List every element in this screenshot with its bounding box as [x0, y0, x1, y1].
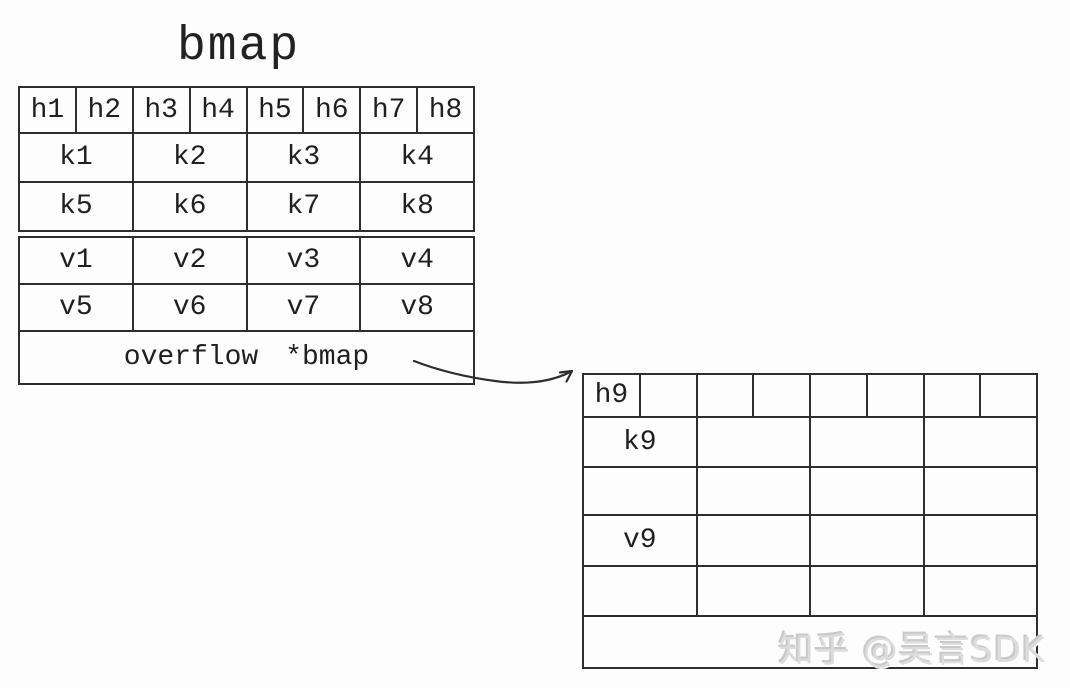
- key-cell: k6: [134, 183, 248, 230]
- tophash-cell: h5: [248, 88, 305, 132]
- key-cell: [925, 468, 1037, 514]
- key-cell: [698, 418, 811, 466]
- tophash-cell: h6: [304, 88, 362, 132]
- key-cell: k1: [20, 134, 134, 181]
- main-tophash-row: h1 h2 h3 h4 h5 h6 h7 h8: [20, 88, 473, 132]
- tophash-cell: [641, 375, 698, 416]
- main-keys-row-2: k5 k6 k7 k8: [20, 181, 473, 230]
- tophash-cell: [754, 375, 811, 416]
- key-cell: [698, 468, 811, 514]
- value-cell: [925, 516, 1037, 565]
- value-cell: [584, 567, 698, 615]
- overflow-keys-row-1: k9: [584, 416, 1036, 466]
- key-cell: k8: [400, 191, 434, 222]
- key-cell: [925, 418, 1037, 466]
- key-cell: k2: [134, 134, 248, 181]
- value-cell: [698, 567, 811, 615]
- main-bucket-hash-key-block: h1 h2 h3 h4 h5 h6 h7 h8 k1 k2 k3 k4 k5 k…: [18, 86, 475, 232]
- main-bucket-value-overflow-block: v1 v2 v3 v4 v5 v6 v7 v8 overflow *bmap: [18, 236, 475, 385]
- overflow-type-label: *bmap: [285, 342, 370, 373]
- key-cell: k7: [248, 183, 362, 230]
- value-cell: v1: [20, 238, 134, 283]
- key-cell: [811, 468, 925, 514]
- main-overflow-row: overflow *bmap: [20, 330, 473, 383]
- tophash-cell: h7: [361, 88, 419, 132]
- tophash-cell: h8: [428, 94, 463, 126]
- tophash-cell: [811, 375, 868, 416]
- tophash-cell: [698, 375, 755, 416]
- tophash-cell: [868, 375, 925, 416]
- diagram-title: bmap: [177, 20, 301, 74]
- watermark: 知乎 @吴言SDK: [778, 631, 1046, 671]
- tophash-cell: [981, 375, 1036, 416]
- key-cell: k5: [20, 183, 134, 230]
- tophash-cell: h4: [191, 88, 248, 132]
- value-cell: v8: [400, 292, 434, 323]
- overflow-values-row-2: [584, 565, 1036, 615]
- overflow-bucket-table: h9 k9 v9: [582, 373, 1038, 669]
- overflow-tophash-row: h9: [584, 375, 1036, 416]
- main-keys-row-1: k1 k2 k3 k4: [20, 132, 473, 181]
- overflow-bucket-block: h9 k9 v9: [582, 373, 1038, 669]
- key-cell: k9: [584, 418, 698, 466]
- main-values-row-1: v1 v2 v3 v4: [20, 238, 473, 283]
- key-cell: k4: [400, 142, 434, 173]
- value-cell: [811, 516, 925, 565]
- key-cell: k3: [248, 134, 362, 181]
- tophash-cell: h9: [584, 375, 641, 416]
- tophash-cell: h3: [134, 88, 191, 132]
- value-cell: v7: [248, 285, 362, 330]
- value-cell: [925, 567, 1037, 615]
- value-cell: v6: [134, 285, 248, 330]
- value-cell: v9: [584, 516, 698, 565]
- value-cell: [811, 567, 925, 615]
- overflow-field-label: overflow: [123, 342, 259, 373]
- key-cell: [584, 468, 698, 514]
- key-cell: [811, 418, 925, 466]
- overflow-values-row-1: v9: [584, 514, 1036, 565]
- tophash-cell: [925, 375, 982, 416]
- main-values-row-2: v5 v6 v7 v8: [20, 283, 473, 330]
- value-cell: v5: [20, 285, 134, 330]
- value-cell: v4: [400, 245, 434, 276]
- main-bucket-table: h1 h2 h3 h4 h5 h6 h7 h8 k1 k2 k3 k4 k5 k…: [18, 86, 475, 385]
- overflow-keys-row-2: [584, 466, 1036, 514]
- tophash-cell: h2: [77, 88, 134, 132]
- value-cell: v2: [134, 238, 248, 283]
- value-cell: v3: [248, 238, 362, 283]
- tophash-cell: h1: [20, 88, 77, 132]
- overflow-bucket-overflow-row: [584, 615, 1036, 667]
- value-cell: [698, 516, 811, 565]
